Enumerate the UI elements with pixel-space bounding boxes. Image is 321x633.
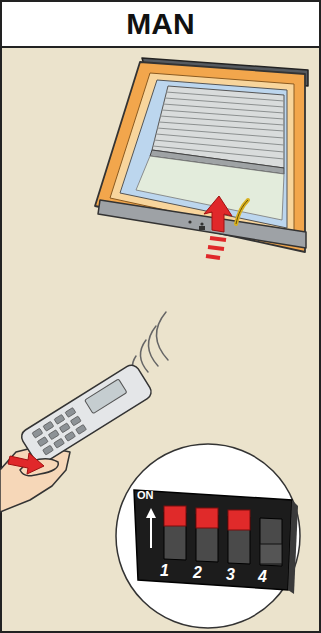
remote-control-part: [19, 362, 154, 466]
signal-waves-part: [156, 312, 168, 360]
on-arrow: [146, 508, 156, 548]
panel-title: MAN: [0, 9, 321, 39]
press-arrow: [8, 453, 44, 474]
switch-toggles: [164, 506, 282, 564]
remote-control-part-part: [65, 408, 76, 418]
signal-waves-part: [140, 340, 148, 372]
dip-switch-inset: [116, 444, 300, 628]
remote-control-part-part: [32, 428, 43, 438]
remote-control-part-part: [48, 430, 59, 440]
switch-slots-part: [260, 518, 282, 566]
on-arrow-part: [146, 508, 156, 518]
switch-number: 1: [160, 563, 169, 579]
switch-number: 3: [226, 567, 235, 583]
blind-slats-part: [156, 134, 284, 145]
blind-slats-part: [154, 140, 284, 152]
up-arrow-part: [204, 196, 232, 232]
switch-toggles-part: [228, 510, 250, 530]
remote-control-part-part: [37, 437, 48, 447]
dip-switch-inset-part: [116, 444, 300, 628]
remote-control-part-part: [65, 431, 76, 441]
remote-control-part: [32, 408, 86, 455]
remote-control: [19, 362, 154, 466]
dip-switch-inset-part: [134, 490, 292, 590]
roof-window: [95, 58, 308, 252]
remote-control-part-part: [54, 414, 65, 424]
up-arrow-part-part: [208, 247, 224, 249]
roof-window-part: [236, 200, 248, 224]
remote-control-part-part: [43, 445, 54, 455]
on-arrow-part: [150, 516, 152, 548]
remote-control-part-part: [70, 416, 81, 426]
blind-slats-part: [157, 128, 284, 138]
roof-window-part: [95, 62, 305, 252]
up-arrow-part-part: [210, 238, 226, 240]
remote-control-part-part: [43, 421, 54, 431]
up-arrow-part-part: [206, 256, 220, 258]
blind-slats: [153, 92, 284, 159]
remote-control-part-part: [59, 423, 70, 433]
switch-on-label: ON: [137, 490, 154, 501]
roof-window-part: [199, 226, 205, 230]
press-arrow-part: [8, 453, 44, 474]
switch-toggles-part: [164, 506, 186, 526]
up-arrow: [204, 196, 232, 258]
switch-number: 4: [258, 569, 267, 585]
switch-toggles-part: [196, 508, 218, 528]
switch-toggles-part: [260, 544, 282, 564]
roof-window-part: [120, 80, 287, 228]
roof-window-part: [200, 222, 203, 225]
roof-window-part: [188, 220, 191, 223]
remote-control-part-part: [54, 438, 65, 448]
switch-number: 2: [193, 565, 202, 581]
panel-frame-part: [1, 1, 320, 47]
remote-control-part-part: [76, 424, 87, 434]
roof-window-part: [236, 200, 248, 224]
up-arrow-part: [206, 238, 226, 258]
roof-window-part: [98, 200, 306, 248]
dip-switch-inset-part: [288, 500, 298, 594]
remote-control-part: [85, 379, 127, 414]
